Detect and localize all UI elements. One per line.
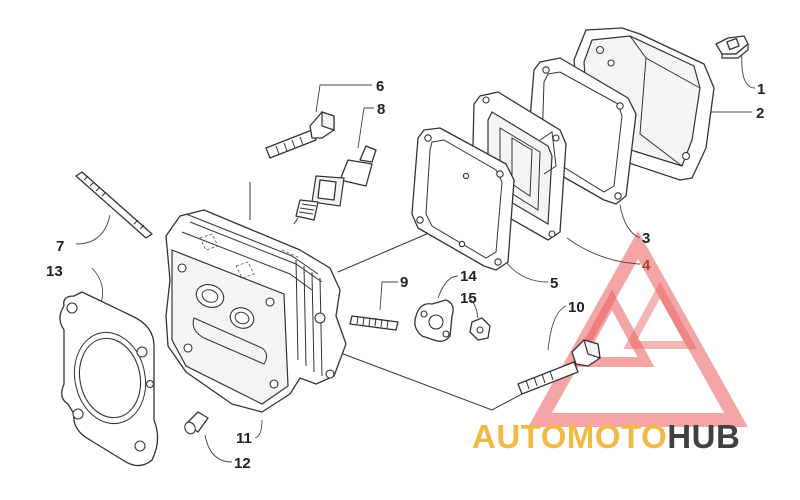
callout-12: 12 (234, 455, 251, 472)
callout-14: 14 (460, 268, 477, 285)
callout-8: 8 (377, 101, 385, 118)
callout-labels: 1 2 3 4 5 6 7 8 9 10 11 12 13 14 15 (46, 78, 765, 472)
watermark-triangle (528, 230, 748, 427)
part-gasket-5 (411, 127, 515, 271)
watermark-word-part2: HUB (667, 418, 740, 455)
watermark-logo: AUTOMOTOHUB (472, 230, 748, 455)
part-nut-15 (469, 317, 491, 341)
callout-4: 4 (642, 257, 651, 274)
watermark-text: AUTOMOTOHUB (472, 418, 740, 455)
part-bolt-6 (265, 111, 335, 159)
part-bolt-1 (715, 35, 749, 59)
callout-6: 6 (376, 78, 384, 95)
part-flange-14 (414, 299, 454, 342)
part-bolt-10 (517, 339, 601, 395)
callout-2: 2 (756, 105, 764, 122)
part-dowel-pin (184, 411, 209, 435)
part-stud-9 (349, 315, 399, 331)
callout-7: 7 (56, 238, 64, 255)
callout-11: 11 (236, 430, 252, 447)
part-spark-plug (293, 145, 377, 225)
part-head-gasket (59, 291, 159, 467)
callout-5: 5 (550, 275, 558, 292)
part-stud-7 (75, 171, 153, 239)
callout-10: 10 (568, 299, 585, 316)
callout-9: 9 (400, 274, 408, 291)
callout-13: 13 (46, 263, 63, 280)
watermark-word-part1: AUTOMOTO (472, 418, 667, 455)
callout-15: 15 (460, 290, 477, 307)
callout-1: 1 (757, 81, 765, 98)
callout-3: 3 (642, 230, 650, 247)
part-cylinder-head (165, 209, 347, 413)
